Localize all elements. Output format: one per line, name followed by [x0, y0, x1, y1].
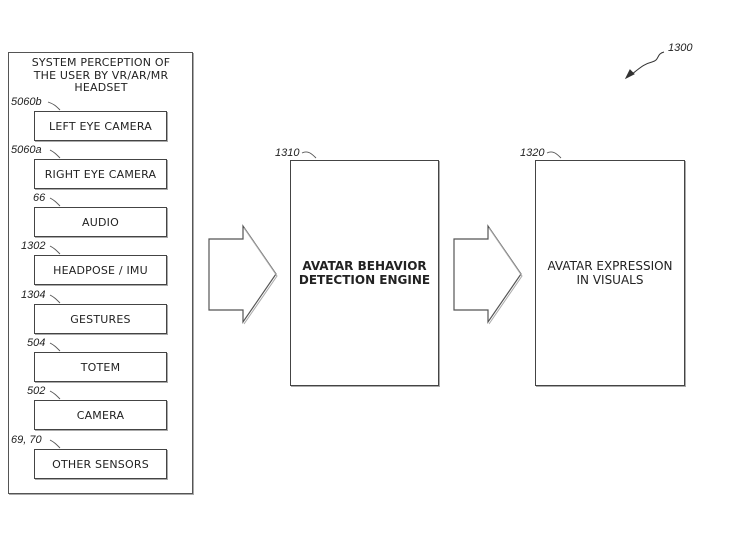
avatar-behavior-detection-engine: AVATAR BEHAVIOR DETECTION ENGINE	[290, 160, 439, 386]
flow-arrow-2	[454, 226, 522, 324]
input-label: CAMERA	[77, 409, 125, 422]
input-label: LEFT EYE CAMERA	[49, 120, 152, 133]
input-gestures: GESTURES	[34, 304, 167, 334]
panel-title-line-3: HEADSET	[12, 82, 190, 95]
input-totem: TOTEM	[34, 352, 167, 382]
input-label: HEADPOSE / IMU	[53, 264, 148, 277]
input-left-eye-camera: LEFT EYE CAMERA	[34, 111, 167, 141]
input-ref-right-eye-camera: 5060a	[11, 144, 42, 156]
input-ref-left-eye-camera: 5060b	[11, 96, 42, 108]
figure-ref-arrow	[626, 52, 664, 78]
avatar-expression-in-visuals: AVATAR EXPRESSION IN VISUALS	[535, 160, 685, 386]
input-camera: CAMERA	[34, 400, 167, 430]
panel-title-line-1: SYSTEM PERCEPTION OF	[12, 57, 190, 70]
input-label: OTHER SENSORS	[52, 458, 149, 471]
flow-arrow-1	[209, 226, 277, 324]
input-label: RIGHT EYE CAMERA	[45, 168, 157, 181]
figure-ref: 1300	[668, 42, 692, 54]
engine-label-line-2: DETECTION ENGINE	[299, 273, 430, 287]
input-right-eye-camera: RIGHT EYE CAMERA	[34, 159, 167, 189]
output-label-line-1: AVATAR EXPRESSION	[547, 259, 672, 273]
input-label: TOTEM	[81, 361, 121, 374]
input-headpose-imu: HEADPOSE / IMU	[34, 255, 167, 285]
input-ref-camera: 502	[27, 385, 45, 397]
input-label: AUDIO	[82, 216, 119, 229]
input-audio: AUDIO	[34, 207, 167, 237]
output-ref: 1320	[520, 147, 544, 159]
input-label: GESTURES	[70, 313, 130, 326]
engine-label-line-1: AVATAR BEHAVIOR	[299, 259, 430, 273]
input-ref-totem: 504	[27, 337, 45, 349]
output-label-line-2: IN VISUALS	[547, 273, 672, 287]
engine-ref: 1310	[275, 147, 299, 159]
input-ref-gestures: 1304	[21, 289, 45, 301]
input-ref-audio: 66	[33, 192, 45, 204]
input-other-sensors: OTHER SENSORS	[34, 449, 167, 479]
input-ref-headpose: 1302	[21, 240, 45, 252]
perception-panel-title: SYSTEM PERCEPTION OF THE USER BY VR/AR/M…	[12, 57, 190, 95]
input-ref-other-sensors: 69, 70	[11, 434, 42, 446]
